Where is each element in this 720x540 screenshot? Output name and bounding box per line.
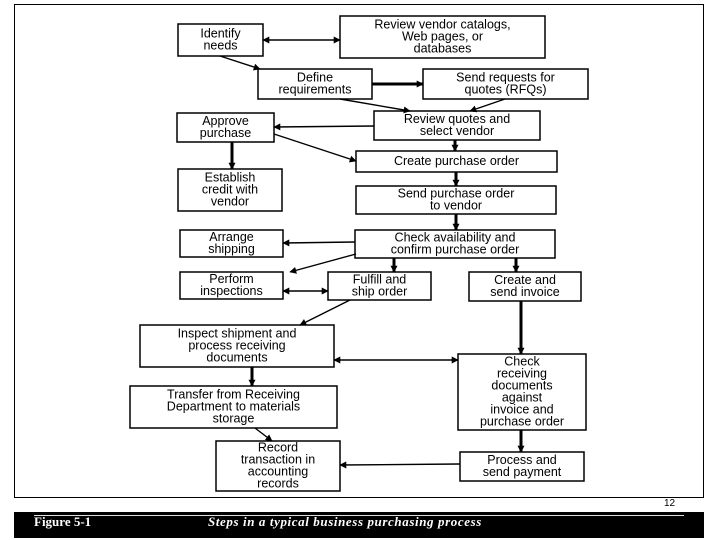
node-label-line: purchase	[200, 126, 251, 140]
node-label-line: ship order	[352, 285, 408, 299]
node-label-line: documents	[491, 379, 552, 393]
figure-frame	[14, 4, 704, 498]
node-label-line: requirements	[279, 83, 352, 97]
node-label-line: Define	[297, 71, 333, 85]
node-label-line: Send requests for	[456, 71, 555, 85]
node-label-line: Inspect shipment and	[178, 327, 297, 341]
flow-arrow	[219, 55, 261, 71]
node-box	[457, 353, 587, 431]
node-box	[422, 68, 589, 100]
node-label-line: send invoice	[490, 285, 560, 299]
figure-caption-text: Steps in a typical business purchasing p…	[208, 514, 482, 529]
node-label-line: Fulfill and	[353, 273, 407, 287]
node-label-line: send payment	[483, 465, 562, 479]
node-label-line: transaction in	[241, 453, 315, 467]
node-box	[354, 229, 556, 259]
node-label-line: inspections	[200, 284, 263, 298]
node-label-line: Identify	[200, 27, 241, 41]
page-number: 12	[664, 498, 676, 509]
node-box	[139, 324, 335, 368]
flow-arrow	[289, 253, 357, 274]
node-label-line: Check	[504, 355, 540, 369]
node-label-line: quotes (RFQs)	[465, 83, 547, 97]
node-label-line: Review quotes and	[404, 112, 510, 126]
node-label-line: Process and	[487, 453, 557, 467]
node-label-line: needs	[203, 39, 237, 53]
node-label-line: Department to materials	[167, 400, 300, 414]
node-label-line: storage	[213, 412, 255, 426]
node-box	[215, 440, 341, 492]
flow-arrow	[339, 98, 411, 114]
flow-arrow	[282, 239, 356, 247]
node-label-line: Check availability and	[395, 231, 516, 245]
caption-rule	[34, 515, 684, 536]
node-label-line: process receiving	[188, 339, 285, 353]
node-box	[179, 229, 284, 258]
node-label-line: vendor	[211, 195, 249, 209]
flow-arrow	[469, 98, 506, 113]
node-label-line: Perform	[209, 272, 253, 286]
node-label-line: accounting	[248, 465, 309, 479]
flow-arrow	[254, 427, 273, 442]
node-label-line: Establish	[205, 171, 256, 185]
node-box	[327, 271, 432, 301]
node-label-line: receiving	[497, 367, 547, 381]
node-label-line: confirm purchase order	[391, 243, 520, 257]
flow-arrow	[299, 299, 351, 326]
flow-arrow	[273, 133, 357, 163]
node-box	[179, 271, 284, 300]
node-label-line: records	[257, 477, 299, 491]
node-label-line: Review vendor catalogs,	[374, 18, 510, 32]
node-box	[257, 68, 373, 100]
node-label-line: Send purchase order	[398, 187, 515, 201]
node-label-line: documents	[206, 351, 267, 365]
node-label-line: Record	[258, 441, 298, 455]
figure-caption-label: Figure 5-1	[34, 514, 92, 529]
node-box	[468, 271, 582, 302]
node-label-line: against	[502, 391, 543, 405]
figure-caption-bar: Figure 5-1 Steps in a typical business p…	[14, 512, 704, 538]
node-create-po: Create purchase order	[355, 150, 558, 173]
node-label-line: credit with	[202, 183, 258, 197]
node-label-line: databases	[414, 42, 472, 56]
node-label-line: Web pages, or	[402, 30, 483, 44]
node-label-line: Create and	[494, 273, 556, 287]
node-label-line: select vendor	[420, 124, 494, 138]
node-box	[339, 15, 546, 59]
node-label-line: Create purchase order	[394, 154, 519, 168]
node-label-line: Transfer from Receiving	[167, 388, 300, 402]
flow-arrow	[273, 123, 375, 131]
node-label-line: purchase order	[480, 415, 564, 429]
node-label-line: invoice and	[490, 403, 553, 417]
node-box	[373, 110, 541, 141]
node-box	[129, 385, 338, 429]
node-label-line: Arrange	[209, 230, 254, 244]
node-label-line: shipping	[208, 242, 255, 256]
node-label-line: Approve	[202, 114, 249, 128]
node-label-line: to vendor	[430, 199, 482, 213]
flow-arrow	[339, 461, 461, 469]
node-review-catalogs: Review vendor catalogs,Web pages, ordata…	[339, 15, 546, 59]
